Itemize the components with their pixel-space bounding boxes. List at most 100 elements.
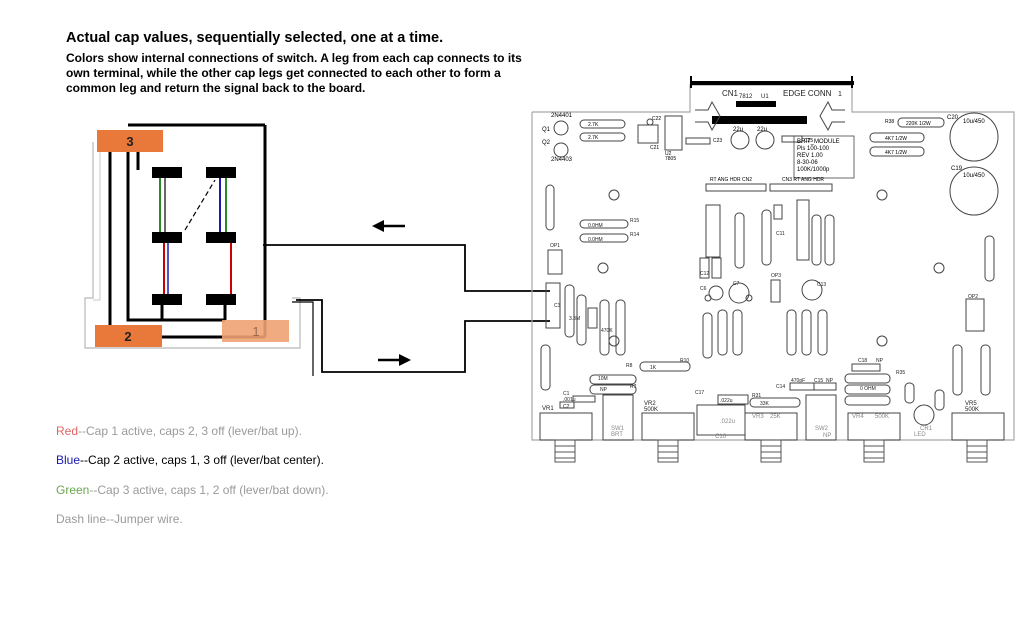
legend-red-word: Red [56, 424, 79, 438]
contact-bot-left [152, 294, 182, 305]
svg-text:NP: NP [826, 378, 834, 384]
legend-blue: Blue--Cap 2 active, caps 1, 3 off (lever… [56, 453, 324, 467]
svg-text:CR1: CR1 [920, 426, 933, 432]
description-text: Colors show internal connections of swit… [66, 51, 522, 95]
toggle-switch-diagram: 3 2 1 [84, 123, 301, 349]
svg-text:C3: C3 [554, 303, 561, 309]
svg-text:BRIT_MODULE: BRIT_MODULE [797, 139, 840, 145]
svg-text:R15: R15 [630, 218, 639, 224]
svg-text:220K 1/2W: 220K 1/2W [906, 121, 931, 127]
svg-text:VR4: VR4 [852, 414, 864, 420]
svg-text:100K/1000p: 100K/1000p [797, 167, 830, 173]
svg-text:Q1: Q1 [542, 127, 551, 133]
svg-text:Q2: Q2 [542, 140, 551, 146]
svg-text:8-30-06: 8-30-06 [797, 160, 818, 166]
svg-text:OP3: OP3 [771, 273, 781, 279]
svg-text:C13: C13 [817, 282, 826, 288]
pcb-board: CN1 7812 U1 EDGE CONN 1 2N4401 Q1 Q2 2N4… [531, 76, 1015, 463]
svg-text:2N4401: 2N4401 [551, 113, 573, 119]
svg-text:25K: 25K [770, 414, 781, 420]
terminal-2 [95, 325, 162, 347]
svg-text:.022u: .022u [720, 398, 733, 404]
svg-text:C11: C11 [776, 231, 785, 237]
legend-blue-word: Blue [56, 453, 81, 467]
svg-text:VR5: VR5 [965, 401, 977, 407]
svg-text:10u/450: 10u/450 [963, 173, 985, 179]
power-section: R38 220K 1/2W 4K7 1/2W 4K7 1/2W C20 10u/… [869, 112, 999, 216]
svg-text:SW2: SW2 [815, 426, 829, 432]
svg-text:OP2: OP2 [968, 294, 978, 300]
svg-text:C20: C20 [947, 115, 959, 121]
svg-text:OP1: OP1 [550, 243, 560, 249]
svg-text:C17: C17 [695, 390, 704, 396]
terminal-3 [97, 130, 163, 152]
svg-text:C1: C1 [563, 391, 570, 397]
pcb-labels: OP1 OP2 OP3 C3 C13 C7 C6 C12 C11 R15 R14… [550, 218, 978, 410]
svg-text:22u: 22u [757, 127, 767, 133]
svg-text:4K7 1/2W: 4K7 1/2W [885, 136, 907, 142]
svg-text:NP: NP [823, 433, 831, 439]
terminal-2-label: 2 [124, 329, 131, 344]
svg-text:0 OHM: 0 OHM [860, 386, 876, 392]
legend-green: Green--Cap 3 active, caps 1, 2 off (leve… [56, 483, 329, 497]
svg-text:C24: C24 [732, 120, 744, 126]
svg-text:7812: 7812 [739, 94, 753, 100]
legend-blue-text: --Cap 2 active, caps 1, 3 off (lever/bat… [80, 453, 324, 467]
svg-text:C12: C12 [700, 271, 709, 277]
svg-text:2.7K: 2.7K [588, 135, 599, 141]
svg-text:C26: C26 [757, 120, 769, 126]
svg-text:C18: C18 [858, 358, 867, 364]
svg-text:NP: NP [600, 387, 608, 393]
module-info: BRIT_MODULE Pls 100-100 REV 1.00 8-30-06… [793, 135, 855, 179]
svg-text:C22: C22 [652, 116, 661, 122]
arrow-left-icon [372, 220, 384, 232]
contact-top-right [206, 167, 236, 178]
switch-body-inner-outline [93, 150, 101, 301]
middle-components [540, 184, 995, 426]
transistor-area: 2N4401 Q1 Q2 2N4403 2.7K 2.7K C22 C21 U2… [542, 113, 813, 163]
svg-text:CN1: CN1 [722, 89, 739, 98]
legend-green-text: --Cap 3 active, caps 1, 2 off (lever/bat… [89, 483, 329, 497]
svg-text:R35: R35 [896, 370, 905, 376]
signal-wires [263, 244, 550, 376]
svg-text:.001u: .001u [563, 397, 576, 403]
svg-text:U1: U1 [761, 94, 769, 100]
bottom-labels: VR1 VR2 500K VR3 25K VR4 500K VR5 500K S… [542, 401, 979, 440]
svg-text:C2: C2 [563, 404, 570, 410]
legend-dash-text: Dash line--Jumper wire. [56, 512, 183, 526]
svg-text:2N4403: 2N4403 [551, 157, 573, 163]
svg-text:1K: 1K [650, 365, 657, 371]
contact-mid-right [206, 232, 236, 243]
svg-text:470K: 470K [601, 328, 613, 334]
legend-red: Red--Cap 1 active, caps 2, 3 off (lever/… [56, 424, 302, 438]
svg-text:C15: C15 [814, 378, 823, 384]
svg-text:Pls 100-100: Pls 100-100 [797, 146, 830, 152]
svg-text:R14: R14 [630, 232, 639, 238]
svg-text:4K7 1/2W: 4K7 1/2W [885, 150, 907, 156]
svg-text:C14: C14 [776, 384, 785, 390]
svg-text:10M: 10M [598, 376, 608, 382]
svg-text:LED: LED [914, 432, 926, 438]
svg-text:C21: C21 [650, 145, 659, 151]
legend-green-word: Green [56, 483, 90, 497]
svg-text:VR1: VR1 [542, 406, 554, 412]
svg-text:3.3M: 3.3M [569, 316, 580, 322]
wire-bottom [296, 299, 550, 373]
jumper-wire-dashed [184, 179, 216, 231]
svg-text:470pF: 470pF [791, 378, 805, 384]
svg-text:VR2: VR2 [644, 401, 656, 407]
terminal-1 [222, 320, 289, 342]
svg-text:SW1: SW1 [611, 426, 625, 432]
switch-wiring [108, 123, 267, 340]
edge-connector: CN1 7812 U1 EDGE CONN 1 [690, 76, 854, 132]
wire-top-inner [292, 301, 314, 376]
svg-text:EDGE CONN: EDGE CONN [783, 89, 832, 98]
svg-text:0.0HM: 0.0HM [588, 237, 603, 243]
contact-top-left [152, 167, 182, 178]
switch-body-outline [84, 142, 301, 349]
svg-text:R31: R31 [752, 393, 761, 399]
svg-text:REV 1.00: REV 1.00 [797, 153, 823, 159]
contact-bot-right [206, 294, 236, 305]
signal-arrows [372, 220, 411, 366]
